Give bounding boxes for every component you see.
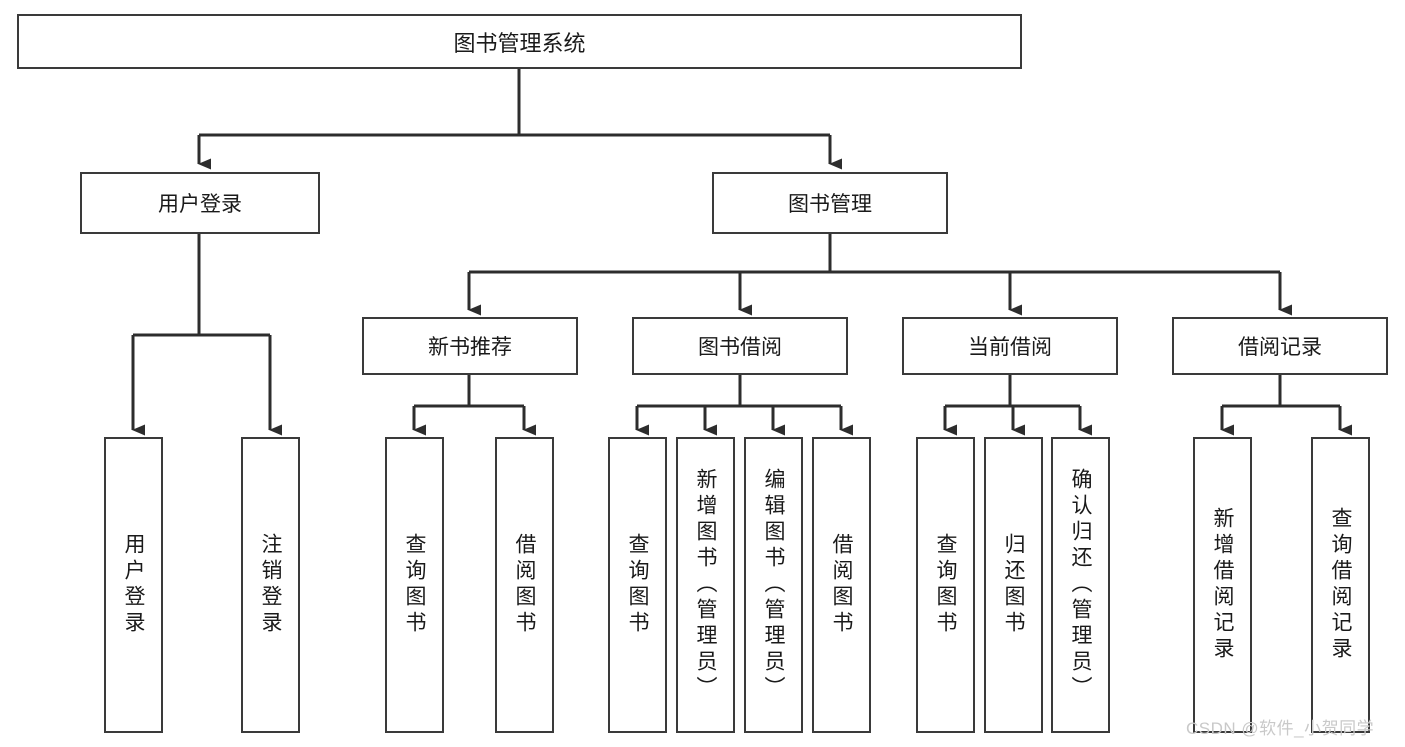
node-borrow-record-label: 借阅记录	[1238, 336, 1322, 359]
node-leaf-query-book-1[interactable]: 查询图书	[385, 437, 444, 733]
node-leaf-query-book-2[interactable]: 查询图书	[608, 437, 667, 733]
node-current-borrow[interactable]: 当前借阅	[902, 317, 1118, 375]
node-leaf-query-book-3[interactable]: 查询图书	[916, 437, 975, 733]
node-user-login-label: 用户登录	[158, 193, 242, 216]
node-leaf-add-book-label: 新增图书（管理员）	[694, 468, 717, 702]
node-leaf-query-book-1-label: 查询图书	[403, 533, 426, 637]
node-leaf-return-book[interactable]: 归还图书	[984, 437, 1043, 733]
node-leaf-user-login[interactable]: 用户登录	[104, 437, 163, 733]
node-new-book-recommend-label: 新书推荐	[428, 336, 512, 359]
node-root-label: 图书管理系统	[453, 30, 586, 56]
node-book-management[interactable]: 图书管理	[712, 172, 948, 234]
node-leaf-confirm-return-label: 确认归还（管理员）	[1069, 468, 1092, 702]
csdn-watermark: CSDN @软件_小贺同学	[1186, 719, 1375, 738]
node-leaf-query-borrow-record-label: 查询借阅记录	[1329, 507, 1352, 663]
node-root[interactable]: 图书管理系统	[17, 14, 1022, 69]
node-leaf-return-book-label: 归还图书	[1002, 533, 1025, 637]
node-leaf-borrow-book-2-label: 借阅图书	[830, 533, 853, 637]
node-leaf-borrow-book-2[interactable]: 借阅图书	[812, 437, 871, 733]
node-book-borrow[interactable]: 图书借阅	[632, 317, 848, 375]
node-leaf-query-borrow-record[interactable]: 查询借阅记录	[1311, 437, 1370, 733]
node-borrow-record[interactable]: 借阅记录	[1172, 317, 1388, 375]
node-leaf-add-book[interactable]: 新增图书（管理员）	[676, 437, 735, 733]
node-user-login[interactable]: 用户登录	[80, 172, 320, 234]
node-book-management-label: 图书管理	[788, 193, 872, 216]
node-leaf-query-book-3-label: 查询图书	[934, 533, 957, 637]
node-leaf-user-login-label: 用户登录	[122, 533, 145, 637]
node-leaf-edit-book[interactable]: 编辑图书（管理员）	[744, 437, 803, 733]
node-leaf-logout-login-label: 注销登录	[259, 533, 282, 637]
node-leaf-edit-book-label: 编辑图书（管理员）	[762, 468, 785, 702]
node-leaf-add-borrow-record-label: 新增借阅记录	[1211, 507, 1234, 663]
node-leaf-borrow-book-1[interactable]: 借阅图书	[495, 437, 554, 733]
node-book-borrow-label: 图书借阅	[698, 336, 782, 359]
node-current-borrow-label: 当前借阅	[968, 336, 1052, 359]
node-leaf-logout-login[interactable]: 注销登录	[241, 437, 300, 733]
node-leaf-add-borrow-record[interactable]: 新增借阅记录	[1193, 437, 1252, 733]
node-new-book-recommend[interactable]: 新书推荐	[362, 317, 578, 375]
node-leaf-confirm-return[interactable]: 确认归还（管理员）	[1051, 437, 1110, 733]
node-leaf-borrow-book-1-label: 借阅图书	[513, 533, 536, 637]
node-leaf-query-book-2-label: 查询图书	[626, 533, 649, 637]
